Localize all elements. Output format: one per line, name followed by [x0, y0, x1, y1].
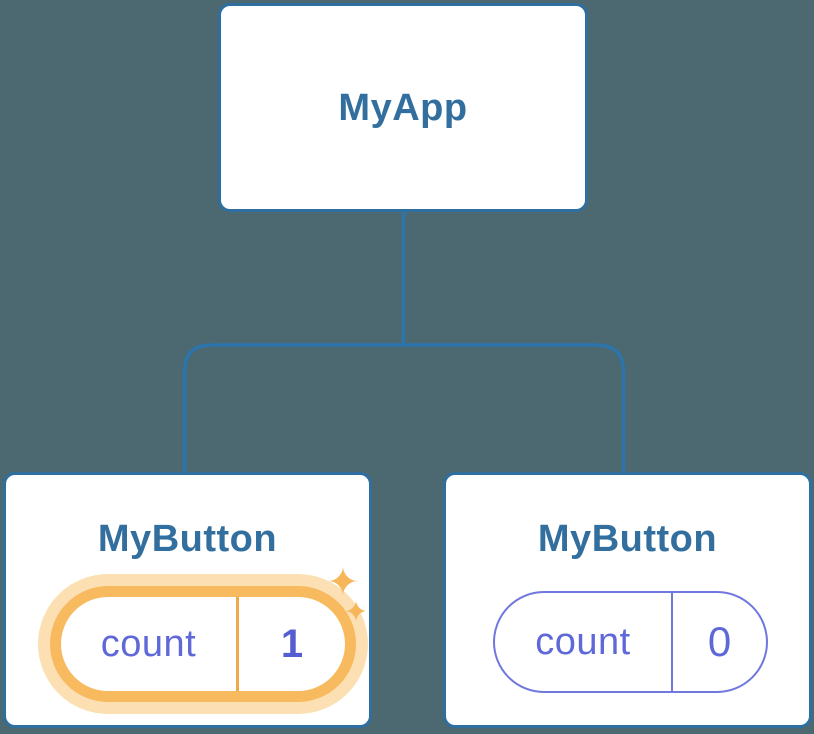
state-name: count: [100, 622, 197, 665]
node-mybutton-default: MyButton count 0: [443, 472, 812, 728]
state-name-cell: count: [495, 593, 671, 691]
sparkle-small: [345, 600, 367, 622]
node-mybutton-label: MyButton: [537, 518, 718, 560]
state-value-cell: 1: [236, 597, 345, 691]
node-myapp-label: MyApp: [338, 86, 468, 129]
node-mybutton-label: MyButton: [97, 518, 278, 560]
state-name: count: [535, 620, 631, 663]
sparkle-large: [328, 566, 358, 596]
sparkles-icon: [328, 566, 367, 622]
state-value: 0: [707, 618, 732, 665]
state-name-cell: count: [61, 597, 236, 691]
state-pill: count 0: [493, 591, 768, 693]
node-mybutton-highlighted: MyButton count 1: [3, 472, 372, 728]
state-pill-highlighted: count 1: [50, 586, 356, 702]
node-myapp: MyApp: [218, 3, 588, 212]
connector-branch: [182, 343, 626, 473]
state-value-cell: 0: [671, 593, 766, 691]
state-value: 1: [280, 621, 304, 666]
